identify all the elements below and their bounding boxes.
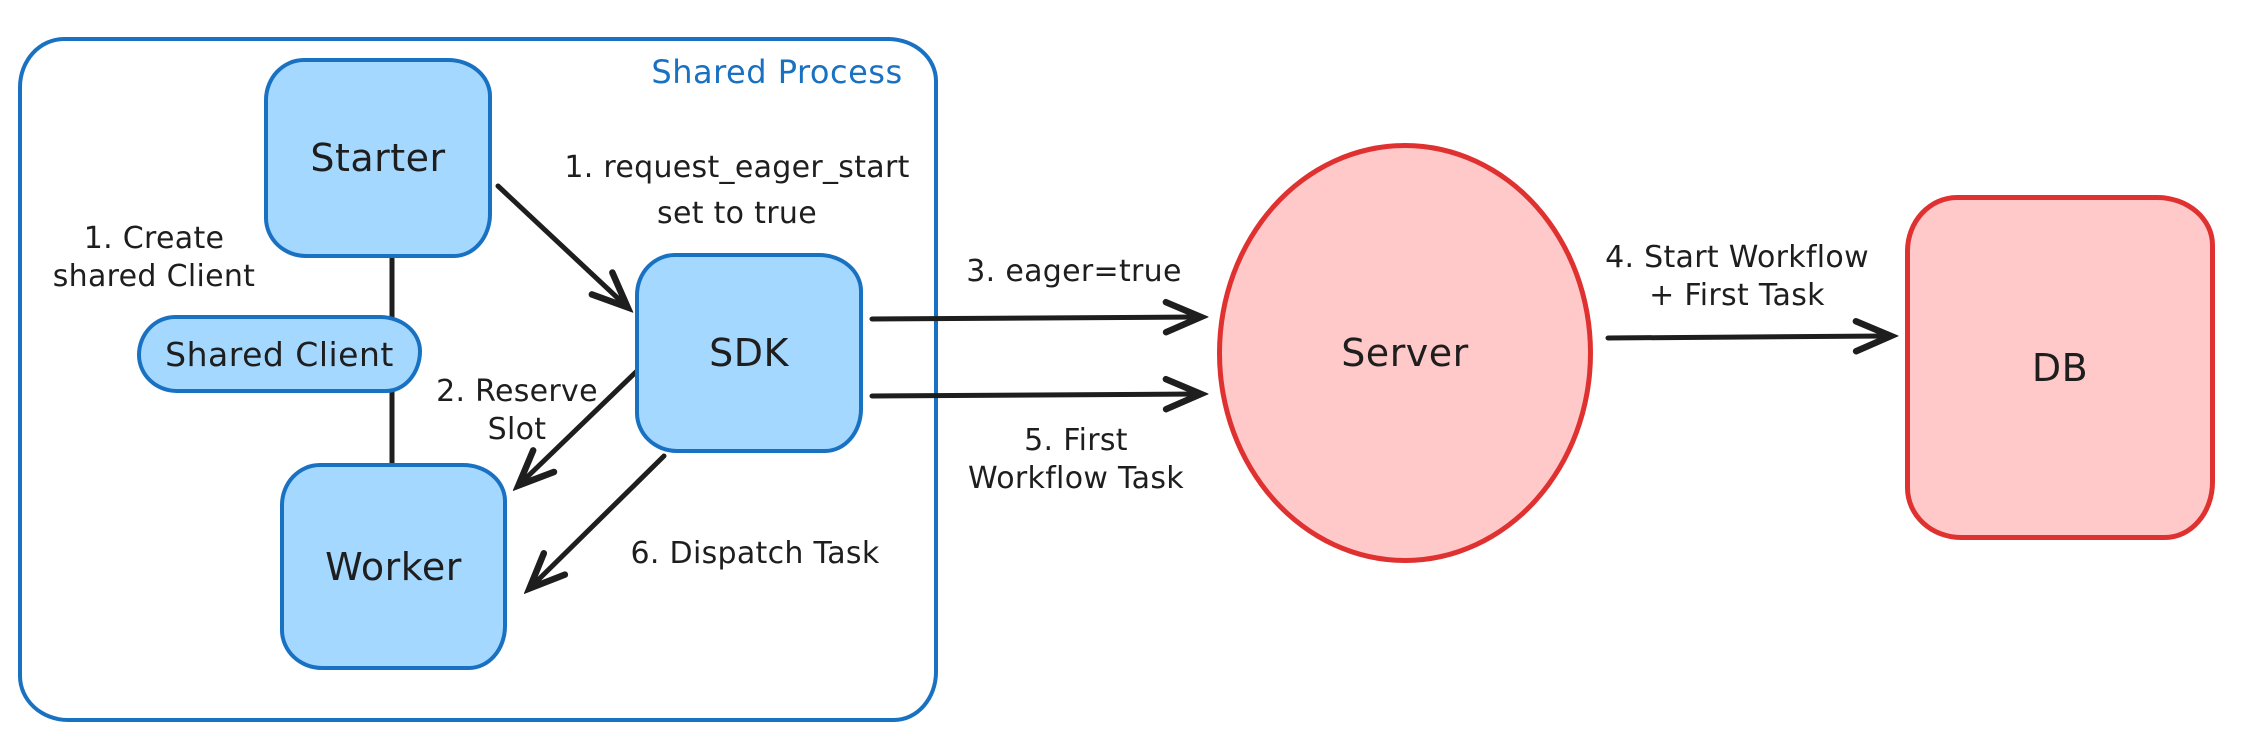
annotation-line: 5. First [1024, 423, 1128, 458]
node-starter-label: Starter [310, 136, 446, 180]
annotation-line: 2. Reserve [436, 374, 598, 409]
node-server-label: Server [1341, 331, 1469, 375]
shared-process-container [18, 37, 938, 722]
node-sdk: SDK [635, 253, 863, 453]
arrow-sdk-to-server-first-task [869, 394, 1196, 396]
annotation-line: 3. eager=true [966, 254, 1182, 289]
node-db: DB [1905, 195, 2215, 540]
annotation-eager-true: 3. eager=true [966, 253, 1181, 291]
arrow-server-to-db [1605, 336, 1886, 338]
node-shared-client: Shared Client [137, 315, 422, 393]
annotation-line: 6. Dispatch Task [630, 536, 880, 571]
annotation-line: 1. request_eager_start [564, 150, 910, 185]
arrow-starter-to-sdk [495, 183, 624, 304]
annotation-line: 1. Create [83, 221, 225, 256]
annotation-line: Workflow Task [968, 461, 1184, 496]
annotation-create-shared-client: 1. Create shared Client [53, 220, 256, 296]
node-shared-client-label: Shared Client [165, 334, 394, 374]
arrow-sdk-to-server-eager [869, 317, 1196, 319]
node-sdk-label: SDK [709, 331, 789, 375]
node-worker: Worker [280, 463, 507, 670]
annotation-request-eager-start: 1. request_eager_start set to true [564, 145, 909, 237]
annotation-dispatch-task: 6. Dispatch Task [630, 535, 879, 573]
arrow-sdk-to-worker-reserve [522, 367, 641, 482]
node-server: Server [1217, 143, 1593, 563]
arrow-sdk-to-worker-dispatch [533, 453, 667, 585]
annotation-line: shared Client [52, 259, 256, 294]
annotation-line: + First Task [1649, 278, 1825, 313]
annotation-line: 4. Start Workflow [1605, 240, 1869, 275]
shared-process-label: Shared Process [651, 53, 903, 91]
annotation-line: set to true [657, 196, 817, 231]
node-worker-label: Worker [325, 544, 462, 589]
annotation-start-workflow-first-task: 4. Start Workflow + First Task [1605, 239, 1869, 315]
annotation-line: Slot [487, 412, 547, 447]
annotation-first-workflow-task: 5. First Workflow Task [968, 422, 1184, 498]
node-starter: Starter [264, 58, 492, 258]
node-db-label: DB [2031, 345, 2089, 390]
annotation-reserve-slot: 2. Reserve Slot [436, 373, 598, 449]
